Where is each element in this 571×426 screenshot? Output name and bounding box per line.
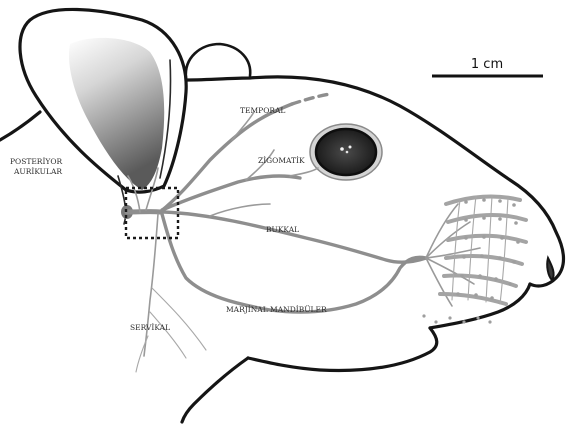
- whisker-branch: [426, 204, 458, 258]
- scale-bar: 1 cm: [432, 57, 543, 76]
- label-marginal-mandibular: MARJİNAL MANDİBÜLER: [226, 305, 327, 314]
- whisker-column: [452, 200, 460, 300]
- eye: [310, 124, 382, 180]
- label-buccal: BUKKAL: [266, 225, 299, 234]
- eye-highlight-1: [340, 147, 344, 151]
- back-outline: [0, 112, 40, 140]
- whisker-column: [486, 196, 492, 302]
- jaw-outline: [248, 328, 437, 370]
- throat-outline: [182, 358, 248, 422]
- temporal-branch-dashed: [292, 94, 330, 104]
- whisker-row: [448, 215, 526, 222]
- nostril: [547, 258, 553, 280]
- far-ear-outline: [186, 44, 250, 78]
- buccal-branch: [164, 212, 426, 262]
- eye-highlight-2: [349, 146, 352, 149]
- label-cervical: SERVİKAL: [130, 323, 170, 332]
- whisker-column: [468, 196, 476, 300]
- buccal-twig: [210, 204, 270, 216]
- ear: [20, 9, 186, 224]
- label-posterior-auricular-1: POSTERİYOR: [10, 157, 63, 166]
- cervical-branch: [144, 214, 158, 356]
- scale-bar-label: 1 cm: [471, 57, 503, 72]
- whisker-row: [446, 256, 522, 264]
- mouth-outline: [430, 284, 530, 328]
- cervical-twig-3: [136, 336, 148, 372]
- label-posterior-auricular-2: AURİKULAR: [13, 167, 62, 176]
- eye-highlight-3: [346, 151, 349, 154]
- cervical-twig-1: [152, 288, 206, 350]
- cervical-twig-2: [150, 312, 186, 358]
- label-temporal: TEMPORAL: [240, 106, 285, 115]
- label-zygomatic: ZİGOMATİK: [258, 156, 305, 165]
- zygomatic-twig-2: [290, 168, 318, 176]
- whisker-row: [448, 236, 526, 242]
